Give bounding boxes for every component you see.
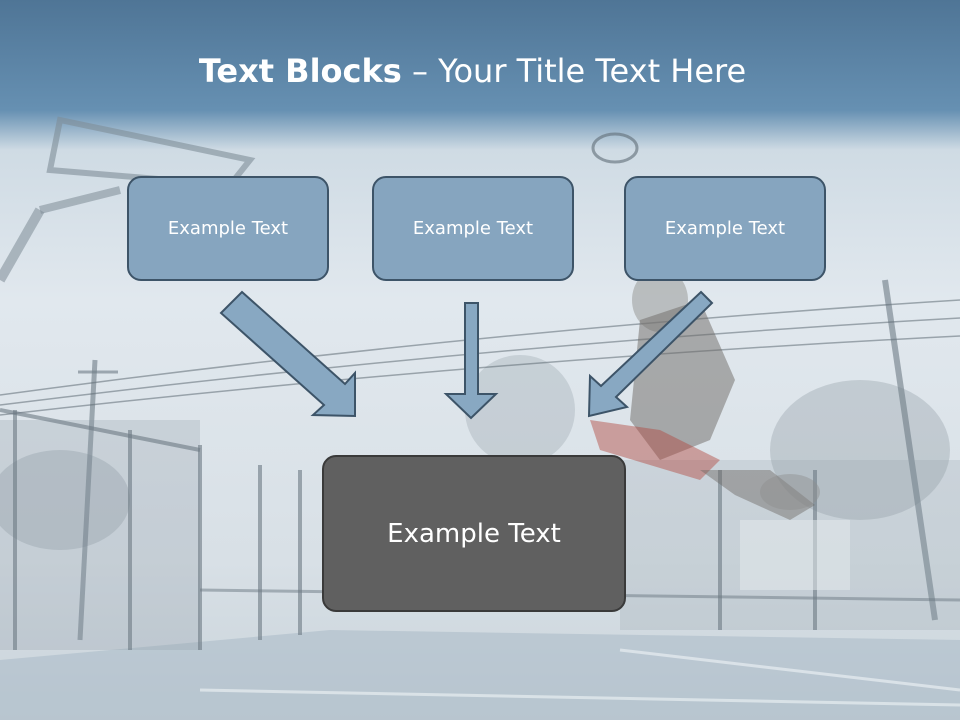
arrow-down-icon bbox=[446, 303, 496, 418]
target-text-box[interactable]: Example Text bbox=[322, 455, 626, 612]
target-text-box-label: Example Text bbox=[387, 519, 561, 549]
arrow-right-icon bbox=[589, 292, 712, 416]
arrow-left-icon bbox=[221, 292, 355, 416]
